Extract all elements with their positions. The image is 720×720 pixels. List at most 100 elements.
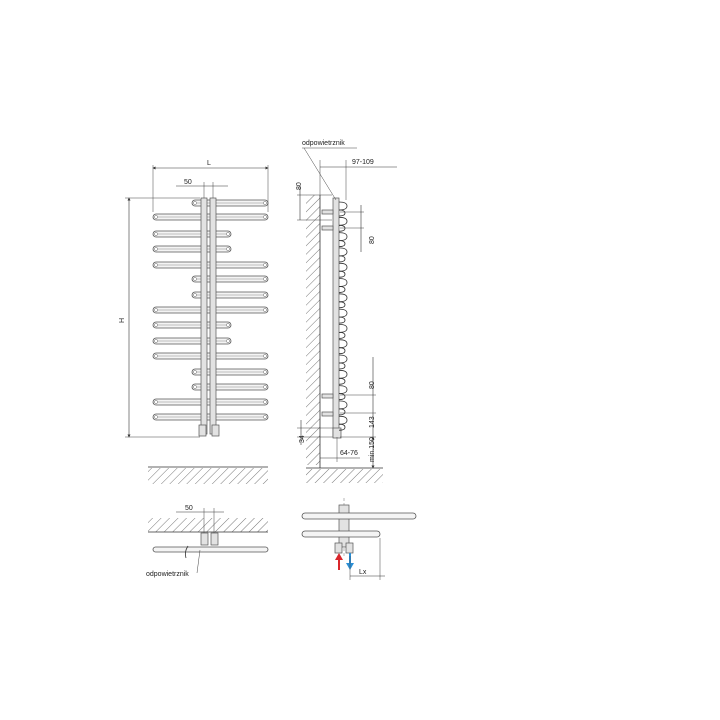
tube-end-cap: [154, 247, 158, 251]
tube-end-cap: [226, 247, 230, 251]
dimension-l-label: L: [207, 160, 211, 167]
side-tube-profile: [338, 354, 348, 364]
tube-end-cap: [263, 293, 267, 297]
top-right-tube-upper: [301, 512, 417, 520]
side-tube-profile: [338, 255, 346, 263]
tube-end-cap: [193, 201, 197, 205]
tube-end-cap: [154, 323, 158, 327]
dimension-34-label: 34: [299, 435, 306, 443]
tube-end-cap: [263, 370, 267, 374]
dimension-80-top-right-label: 80: [369, 236, 376, 244]
dimension-97-109-label: 97-109: [352, 159, 374, 166]
side-tube-profile: [338, 201, 348, 211]
top-right-valve-2: [345, 542, 354, 554]
side-tube-profile: [338, 209, 346, 217]
side-tube-profile: [338, 332, 346, 339]
top-right-collector: [338, 504, 350, 548]
tube-end-cap: [263, 385, 267, 389]
side-tube-profile: [338, 286, 346, 293]
side-tube-profile: [338, 415, 348, 425]
valve-left: [198, 424, 207, 437]
tube-end-cap: [154, 400, 158, 404]
tube-end-cap: [263, 201, 267, 205]
tube-end-cap: [154, 308, 158, 312]
dimension-80-bottom-label: 80: [369, 381, 376, 389]
tube-end-cap: [263, 308, 267, 312]
side-tube-profile: [338, 224, 346, 232]
side-tube-profile: [338, 385, 348, 394]
air-vent-mark: [184, 545, 189, 559]
dimension-lx-label: Lx: [359, 569, 367, 576]
tube-end-cap: [263, 400, 267, 404]
top-view-right: Lx: [301, 498, 417, 580]
bracket-bottom-2: [321, 411, 334, 417]
tube-end-cap: [226, 232, 230, 236]
side-tube-profile: [338, 240, 346, 247]
dimension-50-label: 50: [184, 179, 192, 186]
side-tube-profile: [338, 393, 346, 400]
tube-end-cap: [193, 277, 197, 281]
side-tube-profile: [338, 369, 348, 379]
top-wall-hatch: [148, 518, 268, 532]
tube-end-cap: [263, 215, 267, 219]
wall-hatch: [306, 195, 320, 465]
side-tubes: [338, 201, 348, 431]
dimension-64-76-label: 64-76: [340, 450, 358, 457]
tube-end-cap: [263, 354, 267, 358]
top-right-valve-1: [334, 542, 343, 554]
tube-end-cap: [263, 277, 267, 281]
tube-end-cap: [154, 263, 158, 267]
dimension-50-top-label: 50: [185, 505, 193, 512]
top-air-vent-label: odpowietrznik: [146, 571, 189, 578]
tube-end-cap: [263, 263, 267, 267]
valve-right: [211, 424, 220, 437]
arrow-up-icon: [335, 553, 343, 570]
tube-end-cap: [154, 232, 158, 236]
tube-end-cap: [154, 215, 158, 219]
side-tube-profile: [338, 339, 348, 349]
top-air-vent-leader: [196, 549, 201, 574]
bracket-bottom: [321, 393, 334, 399]
side-air-vent-label: odpowietrznik: [302, 140, 345, 147]
dimension-143-label: 143: [369, 416, 376, 428]
side-tube-profile: [338, 278, 348, 287]
side-tube-profile: [338, 301, 346, 309]
side-tube-profile: [338, 400, 348, 410]
front-view: L 50 H: [119, 160, 269, 484]
tube-end-cap: [154, 339, 158, 343]
top-left-valve-1: [200, 532, 209, 546]
side-tube-profile: [338, 293, 348, 303]
bracket-top: [321, 209, 334, 215]
side-tube-profile: [338, 347, 346, 355]
side-tube-profile: [338, 324, 348, 333]
dimension-h-label: H: [119, 318, 126, 323]
top-view-left: 50 odpowietrznik: [146, 505, 269, 578]
right-column: [209, 197, 217, 435]
dimension-80-top-left-label: 80: [296, 182, 303, 190]
side-tube-profile: [338, 408, 346, 416]
side-tube-profile: [338, 247, 348, 257]
tube-end-cap: [226, 323, 230, 327]
side-tube-profile: [338, 423, 346, 431]
side-connection: [332, 427, 342, 439]
top-left-valve-2: [210, 532, 219, 546]
side-tube-profile: [338, 270, 346, 278]
left-column: [200, 197, 208, 435]
tube-end-cap: [263, 415, 267, 419]
side-collector: [332, 197, 340, 437]
tube-end-cap: [226, 339, 230, 343]
side-tube-profile: [338, 232, 348, 241]
tube-end-cap: [154, 415, 158, 419]
bracket-top-2: [321, 225, 334, 231]
tube-end-cap: [193, 293, 197, 297]
tube-end-cap: [154, 354, 158, 358]
side-tube-profile: [338, 262, 348, 272]
side-tube-profile: [338, 316, 346, 324]
floor-hatch: [148, 468, 268, 484]
tube-end-cap: [193, 385, 197, 389]
side-tube-profile: [338, 362, 346, 370]
top-right-tube-lower: [301, 530, 381, 538]
side-tube-profile: [338, 308, 348, 318]
top-left-tube: [152, 546, 269, 553]
